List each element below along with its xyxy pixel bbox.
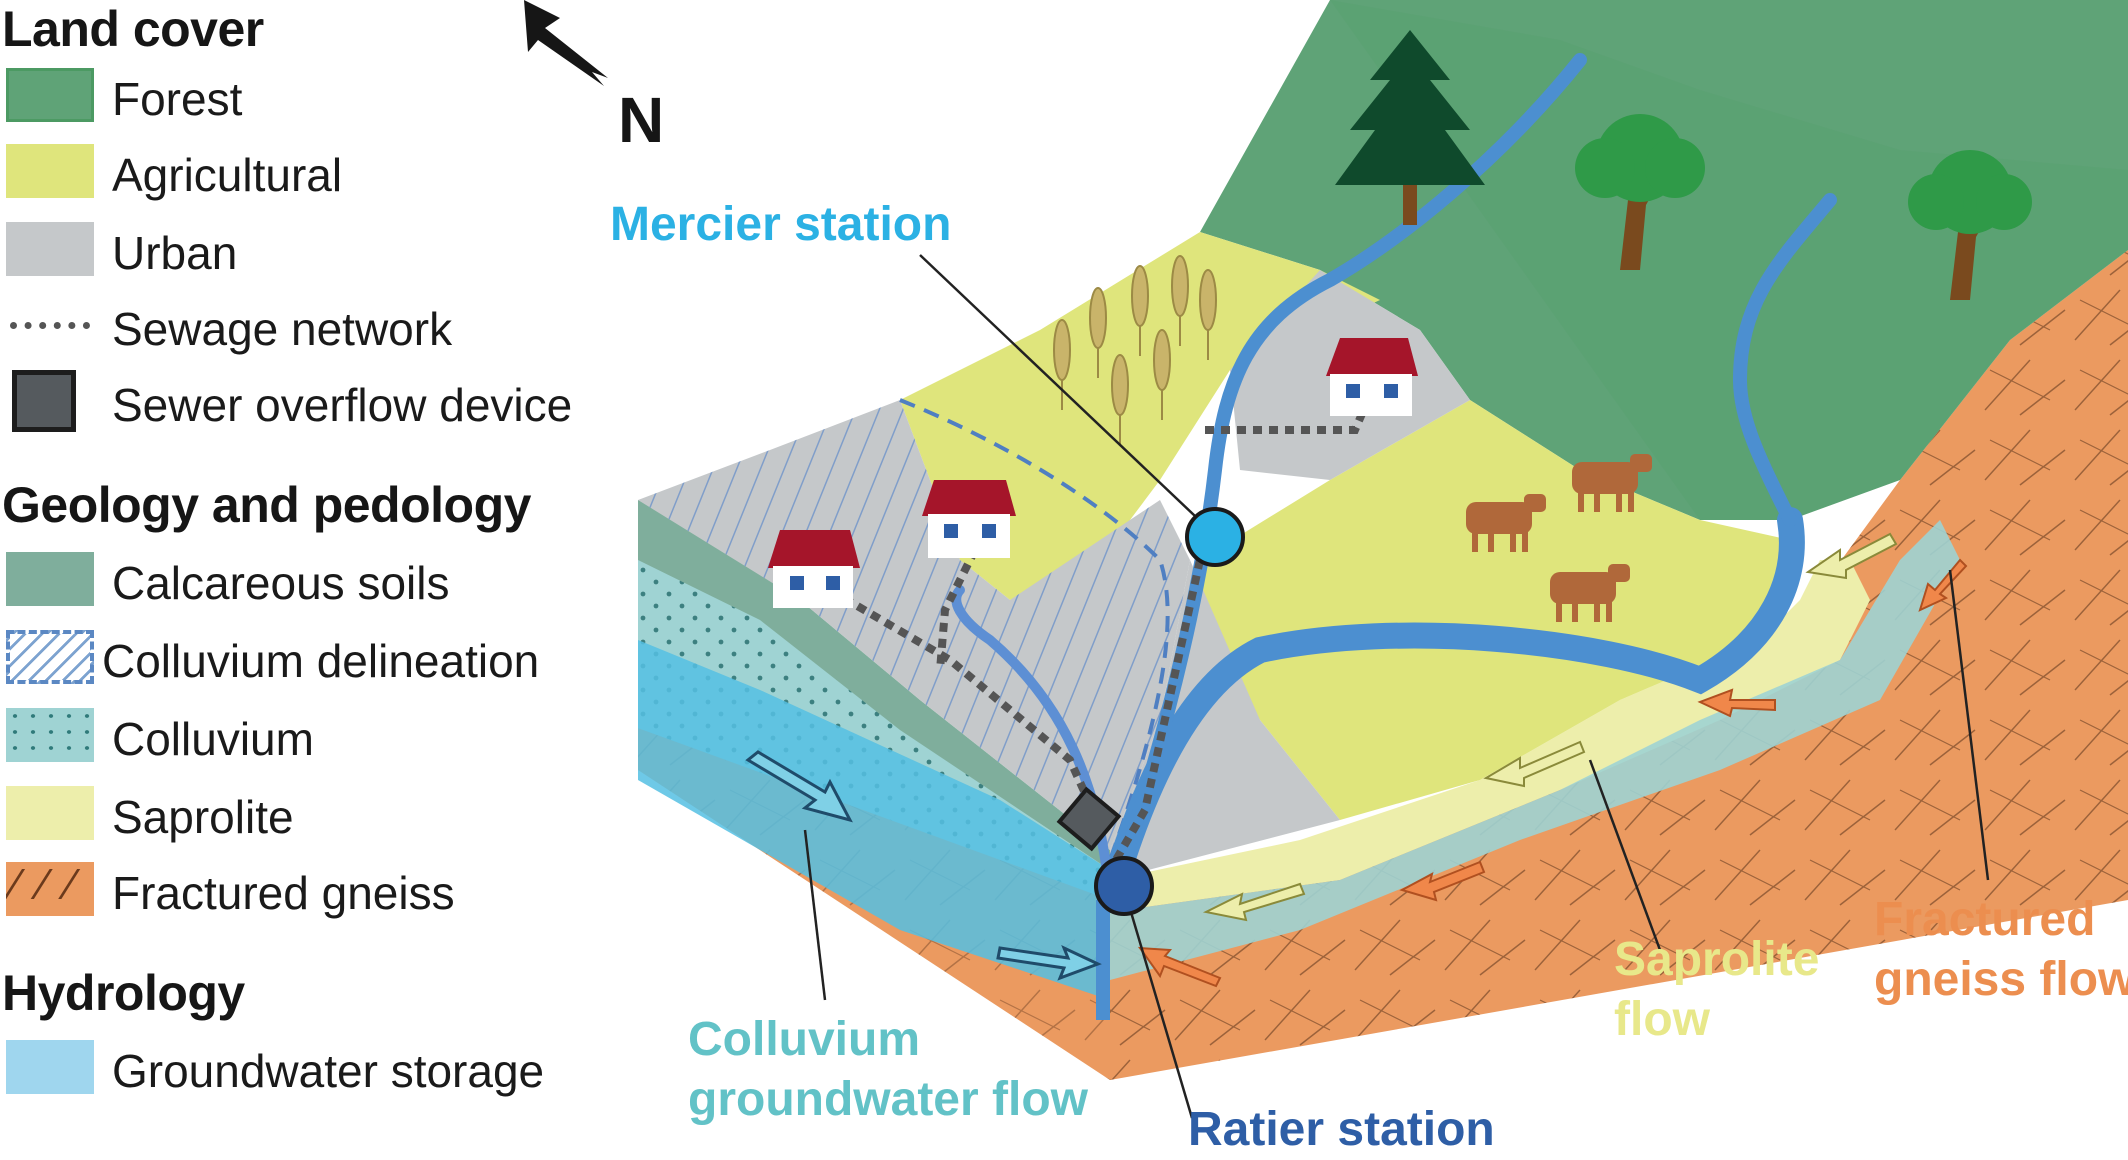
legend-label-groundwater-storage: Groundwater storage <box>112 1045 545 1097</box>
groundwater-storage-swatch <box>6 1040 94 1094</box>
sewer-overflow-device <box>1056 786 1122 852</box>
agricultural-field-upper <box>900 232 1380 600</box>
legend-heading-land-cover: Land cover <box>2 1 264 57</box>
groundwater-lens <box>638 640 1110 1000</box>
legend-item-saprolite: Saprolite <box>2 786 642 846</box>
sewage-network <box>827 393 1374 873</box>
colluvium-flow-arrow-lower <box>996 945 1102 981</box>
colluvium-flow-arrow <box>745 750 853 823</box>
deciduous-tree-2 <box>1908 150 2032 300</box>
legend-heading-hydrology: Hydrology <box>2 965 245 1021</box>
legend-item-colluvium: Colluvium <box>2 708 642 768</box>
colluvium-hatch <box>638 400 1190 850</box>
calcareous-soil-layer <box>638 500 1110 870</box>
cow-2 <box>1572 454 1652 512</box>
legend-label-forest: Forest <box>112 73 243 125</box>
forest-swatch <box>6 68 94 122</box>
cow-1 <box>1466 494 1546 552</box>
gneiss-flow-label-line2: gneiss flow <box>1874 953 2128 1006</box>
legend-label-sewer-overflow: Sewer overflow device <box>112 379 573 431</box>
legend-heading-geology: Geology and pedology <box>2 477 531 533</box>
legend-label-sewage-network: Sewage network <box>112 303 453 355</box>
ratier-leader <box>1126 901 1194 1119</box>
urban-area-lower <box>1110 560 1340 880</box>
saprolite-leader <box>1588 759 1662 951</box>
sewage-pipe-east <box>1205 393 1374 434</box>
east-stream <box>1732 193 1837 527</box>
colluvium-flow-label-line2: groundwater flow <box>688 1073 1088 1126</box>
wheat-field-icons <box>1053 255 1217 445</box>
colluvium-right-band <box>1110 520 1960 980</box>
forest-edge <box>1330 0 2128 520</box>
mercier-leader <box>919 254 1216 536</box>
legend-label-urban: Urban <box>112 227 238 279</box>
mercier-station-marker <box>1185 507 1245 567</box>
deciduous-tree-1 <box>1575 114 1705 270</box>
ratier-station-marker <box>1094 856 1154 916</box>
colluvium-flow-label: Colluvium groundwater flow <box>688 1010 1088 1130</box>
legend-item-calcareous-soils: Calcareous soils <box>2 552 642 612</box>
legend-label-saprolite: Saprolite <box>112 791 294 843</box>
legend-label-agricultural: Agricultural <box>112 149 343 201</box>
saprolite-flow-label-line1: Saprolite <box>1614 933 1820 986</box>
ratier-station-label: Ratier station <box>1188 1103 1495 1156</box>
gneiss-flow-arrow-3 <box>1697 688 1776 718</box>
mercier-station-label: Mercier station <box>610 198 952 251</box>
saprolite-flow-arrow-2 <box>1483 740 1586 788</box>
legend-label-colluvium-delineation: Colluvium delineation <box>102 635 540 687</box>
colluvium-swatch <box>6 708 94 762</box>
calcareous-soils-swatch <box>6 552 94 606</box>
legend-item-groundwater-storage: Groundwater storage <box>2 1040 642 1100</box>
gneiss-flow-arrow-2 <box>1399 860 1486 902</box>
saprolite-band <box>1110 560 1870 912</box>
saprolite-flow-arrow-1 <box>1202 882 1306 922</box>
gneiss-flow-arrow-1 <box>1137 946 1222 988</box>
mercier-stream <box>1103 53 1587 907</box>
urban-swatch <box>6 222 94 276</box>
gneiss-flow-arrow-4 <box>1918 558 1968 612</box>
agricultural-field-lower <box>1200 400 1790 820</box>
gneiss-leader <box>1948 569 1990 881</box>
saprolite-flow-arrow-3 <box>1805 532 1898 580</box>
colluvium-flow-label-line1: Colluvium <box>688 1013 921 1066</box>
legend: Land cover Forest Agricultural Urban Sew… <box>0 0 640 1152</box>
north-arrow-label: N <box>618 84 664 156</box>
sewage-pipe-main <box>1106 559 1204 873</box>
house-3 <box>1326 338 1418 416</box>
block-left-face <box>638 500 1120 1080</box>
sewage-network-swatch <box>6 298 94 352</box>
legend-item-agricultural: Agricultural <box>2 144 642 204</box>
conifer-tree <box>1335 30 1485 225</box>
house-2 <box>922 480 1016 558</box>
legend-label-fractured-gneiss: Fractured gneiss <box>112 867 455 919</box>
house-1 <box>768 530 860 608</box>
legend-item-sewage-network: Sewage network <box>2 298 642 358</box>
colluvium-leader <box>803 829 827 1001</box>
legend-item-fractured-gneiss: Fractured gneiss <box>2 862 642 922</box>
gneiss-flow-label: Fractured gneiss flow <box>1874 890 2128 1010</box>
legend-label-colluvium: Colluvium <box>112 713 314 765</box>
legend-item-urban: Urban <box>2 222 642 282</box>
gneiss-flow-label-line1: Fractured <box>1874 893 2096 946</box>
legend-item-forest: Forest <box>2 68 642 128</box>
sewer-overflow-swatch <box>12 370 76 432</box>
sewage-pipe-west <box>827 586 1092 802</box>
legend-item-colluvium-delineation: Colluvium delineation <box>2 630 642 690</box>
agricultural-swatch <box>6 144 94 198</box>
legend-label-calcareous-soils: Calcareous soils <box>112 557 450 609</box>
leader-lines <box>803 254 1990 1119</box>
cow-3 <box>1550 564 1630 622</box>
legend-item-sewer-overflow: Sewer overflow device <box>2 370 642 434</box>
north-arrow-icon: N <box>524 0 664 156</box>
block-right-face <box>1110 250 2128 1080</box>
sewage-pipe-mid <box>936 548 979 671</box>
saprolite-flow-label: Saprolite flow <box>1614 930 1819 1050</box>
colluvium-delineation-swatch <box>6 630 94 684</box>
flow-arrows <box>745 532 1968 988</box>
fractured-gneiss-swatch <box>6 862 94 916</box>
saprolite-swatch <box>6 786 94 840</box>
saprolite-flow-label-line2: flow <box>1614 993 1710 1046</box>
main-stream <box>1097 507 1805 913</box>
